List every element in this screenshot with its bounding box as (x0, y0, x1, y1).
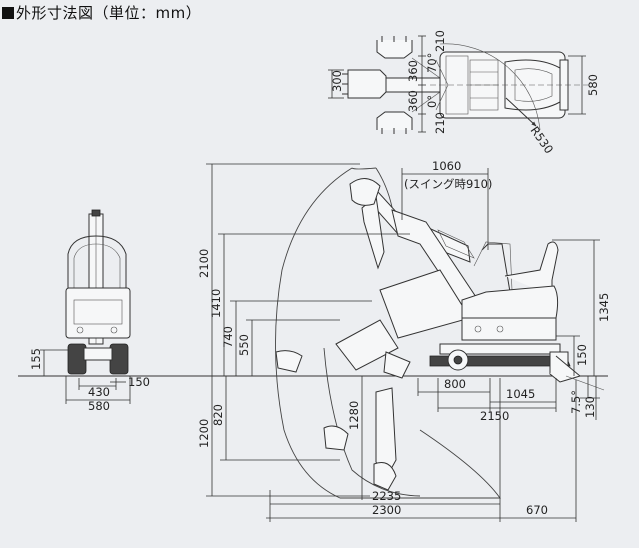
front-view: 155 430 150 580 (29, 209, 150, 413)
top-bucket-upper (376, 40, 413, 59)
dim-side-670: 670 (526, 503, 548, 517)
title-text: 外形寸法図（単位：mm） (16, 4, 202, 22)
upper-body (461, 285, 559, 323)
dim-side-swing-910: (スイング時910) (404, 177, 492, 191)
dim-top-210-upper: 210 (433, 30, 447, 52)
dim-top-0deg: 0° (425, 95, 439, 108)
dim-top-300: 300 (330, 70, 344, 92)
track-frame (439, 343, 561, 355)
front-track-left (67, 343, 87, 375)
dim-side-740: 740 (221, 326, 235, 348)
dim-front-430: 430 (88, 385, 110, 399)
dim-side-130: 130 (583, 396, 597, 418)
front-body (65, 287, 131, 339)
dim-top-70deg: 70° (425, 53, 439, 73)
drawing-title: 外形寸法図（単位：mm） (2, 2, 201, 23)
swing-radius-arc (439, 43, 541, 131)
dim-side-1060: 1060 (432, 159, 461, 173)
bucket-low (323, 425, 349, 451)
dim-side-1045: 1045 (506, 387, 535, 401)
bucket-digging (373, 462, 397, 491)
dim-top-210-lower: 210 (433, 112, 447, 134)
dim-side-2150: 2150 (480, 409, 509, 423)
dim-top-580: 580 (586, 74, 600, 96)
dim-side-2235: 2235 (372, 489, 401, 503)
dim-side-2100: 2100 (197, 249, 211, 278)
dim-side-800: 800 (444, 377, 466, 391)
dim-front-155: 155 (29, 348, 43, 370)
dim-side-7-5deg: 7.5° (569, 390, 583, 414)
top-bucket-center (347, 69, 387, 99)
top-view: 210 360 70° 300 360 0° 210 580 R530 (328, 30, 600, 156)
top-bucket-lower (376, 111, 413, 130)
arm-lowered (335, 319, 399, 371)
dim-top-r530: R530 (528, 124, 557, 157)
side-view: 1060 (スイング時910) 2100 1410 740 550 1345 1… (197, 159, 611, 522)
dim-side-1410: 1410 (209, 289, 223, 318)
dim-side-550: 550 (237, 334, 251, 356)
dim-side-1280: 1280 (347, 401, 361, 430)
dim-side-1200: 1200 (197, 419, 211, 448)
dim-front-580: 580 (88, 399, 110, 413)
dim-side-1345: 1345 (597, 293, 611, 322)
front-track-right (109, 343, 129, 375)
bucket-raised (349, 178, 381, 206)
front-canopy (67, 235, 127, 296)
reach-envelope (275, 167, 501, 499)
dim-side-150: 150 (575, 344, 589, 366)
dim-front-150: 150 (128, 375, 150, 389)
dim-top-360-lower: 360 (406, 90, 420, 112)
title-square-icon (2, 7, 14, 19)
dim-side-820: 820 (211, 404, 225, 426)
operator-seat (504, 241, 559, 296)
bucket-extended (275, 350, 303, 373)
dim-top-360-upper: 360 (406, 60, 420, 82)
dim-side-2300: 2300 (372, 503, 401, 517)
